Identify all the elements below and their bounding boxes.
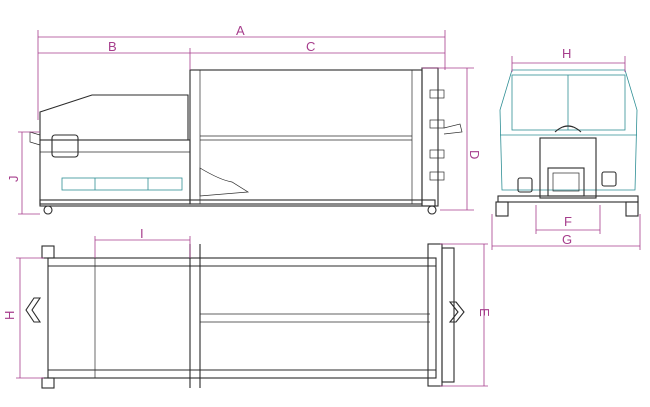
dim-label-i: I [140, 226, 144, 241]
side-dimensions [18, 30, 474, 215]
dim-label-b: B [108, 39, 117, 54]
dim-label-a: A [236, 23, 245, 38]
top-view [25, 243, 465, 389]
side-view [29, 67, 463, 215]
dim-label-f: F [564, 214, 572, 229]
top-dimensions [16, 236, 488, 387]
front-view [495, 69, 639, 217]
dim-label-j: J [6, 176, 21, 183]
front-dimensions [491, 56, 641, 250]
dim-label-e: E [477, 308, 492, 317]
dim-label-c: C [306, 39, 315, 54]
dim-label-h-left: H [2, 311, 17, 320]
dim-label-h-top: H [562, 46, 571, 61]
dim-label-d: D [467, 150, 482, 159]
dim-label-g: G [562, 232, 572, 247]
